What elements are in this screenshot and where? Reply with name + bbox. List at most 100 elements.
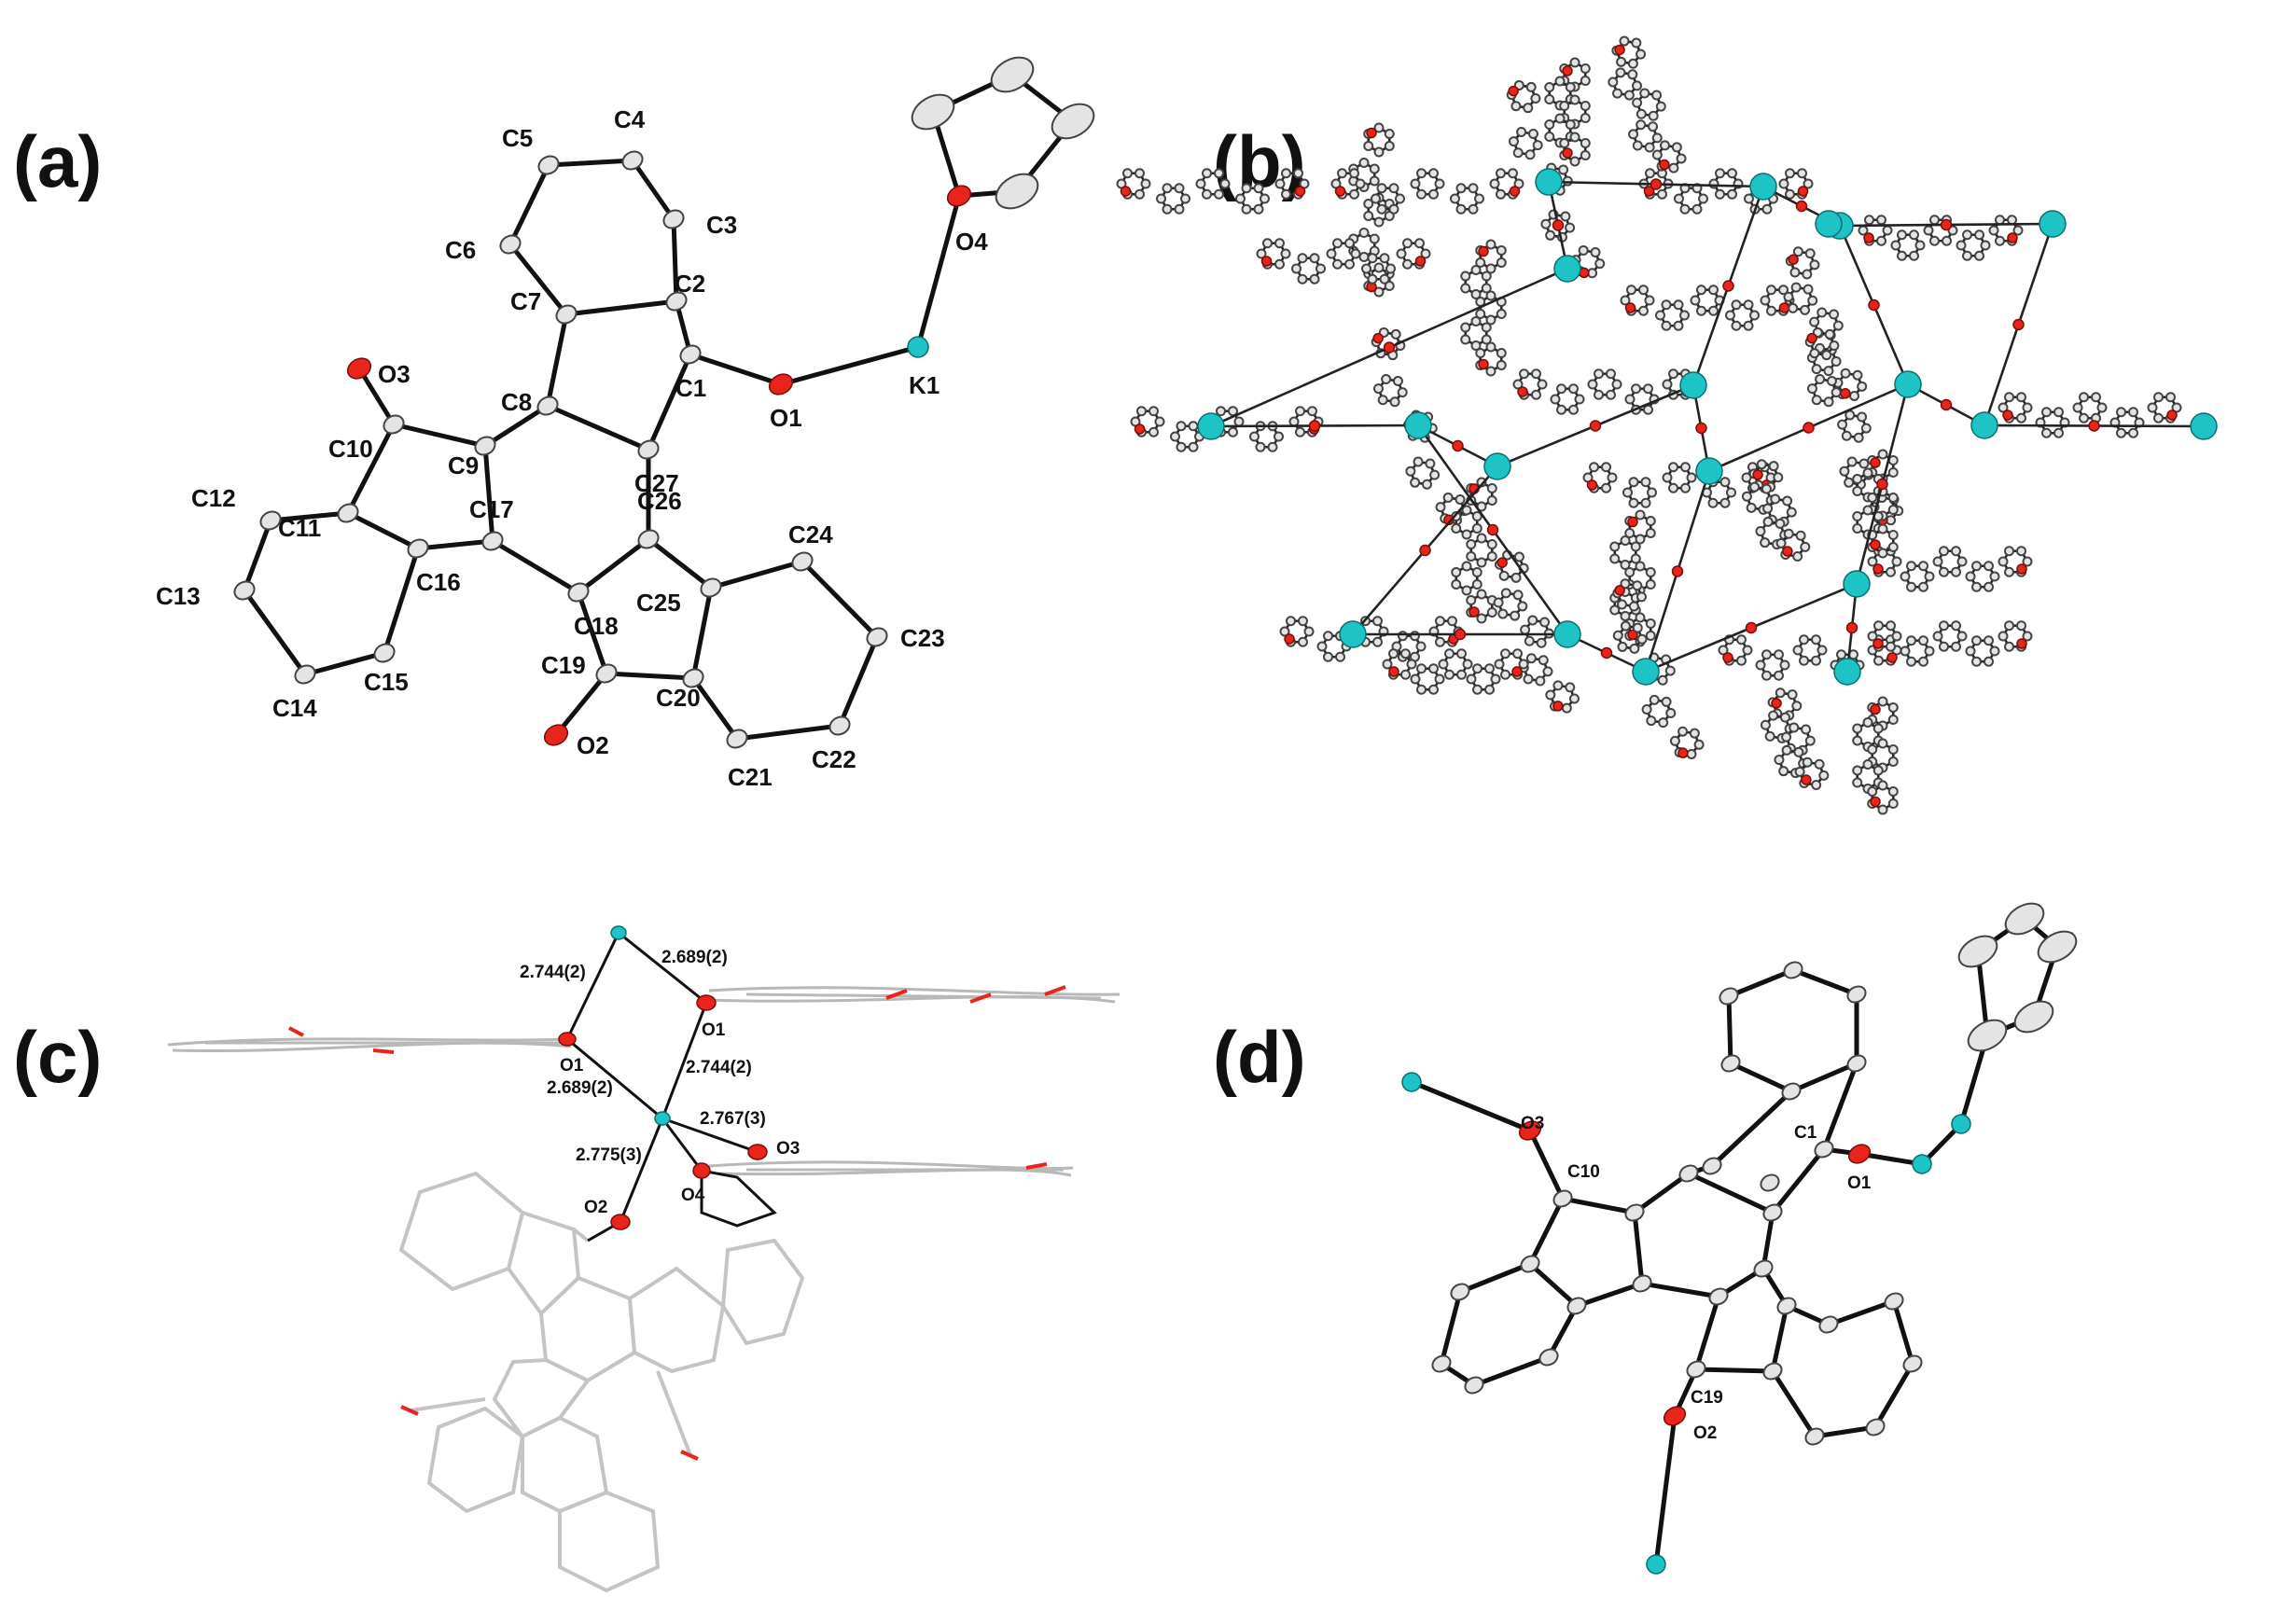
carbon-atom: [2041, 407, 2052, 418]
carbon-atom: [1715, 188, 1725, 200]
carbon-atom: [499, 234, 522, 255]
carbon-atom: [1410, 673, 1421, 685]
carbon-atom: [1778, 766, 1789, 777]
carbon-atom: [1924, 571, 1935, 582]
oxygen-atom: [1334, 186, 1346, 197]
carbon-atom: [1794, 766, 1805, 777]
atom-label: C9: [448, 451, 479, 479]
carbon-atom: [1525, 81, 1537, 92]
carbon-atom: [1274, 238, 1285, 249]
carbon-atom: [1718, 645, 1729, 656]
carbon-atom: [1783, 961, 1803, 979]
carbon-atom: [1852, 486, 1863, 496]
carbon-atom: [1309, 273, 1320, 285]
network-molecule: [1382, 648, 1529, 695]
carbon-atom: [1686, 1360, 1706, 1379]
carbon-atom: [1679, 310, 1690, 321]
carbon-atom: [1720, 1054, 1741, 1073]
carbon-atom: [1510, 101, 1522, 112]
network-molecule: [1741, 459, 1811, 562]
carbon-atom: [1693, 739, 1705, 750]
carbon-atom: [1513, 551, 1524, 562]
carbon-atom: [1619, 35, 1630, 47]
potassium-atom: [907, 336, 929, 358]
carbon-atom: [1532, 140, 1543, 151]
oxygen-atom: [1722, 280, 1734, 292]
carbon-atom: [1781, 1082, 1802, 1101]
carbon-atom: [2022, 631, 2033, 642]
carbon-atom: [1228, 426, 1238, 437]
carbon-atom: [1607, 472, 1618, 483]
carbon-atom: [1852, 523, 1863, 534]
carbon-atom: [337, 503, 359, 523]
carbon-atom: [1485, 290, 1496, 301]
carbon-atom: [481, 531, 504, 551]
oxygen-atom: [1600, 646, 1613, 659]
carbon-atom: [1136, 406, 1147, 417]
oxygen-atom: [1552, 701, 1564, 712]
carbon-atom: [637, 439, 660, 460]
carbon-atom: [1435, 616, 1445, 627]
bond: [1527, 1196, 1566, 1267]
carbon-atom: [1363, 211, 1374, 221]
carbon-atom: [1774, 649, 1784, 660]
bond: [410, 1397, 486, 1412]
carbon-atom: [1939, 641, 1949, 652]
oxygen-atom: [1870, 457, 1881, 468]
carbon-atom: [1702, 1157, 1722, 1175]
bond: [1728, 1061, 1794, 1094]
carbon-atom: [1624, 567, 1636, 577]
atom-label: C21: [728, 763, 773, 791]
carbon-atom: [1476, 613, 1487, 624]
carbon-atom: [1651, 149, 1663, 160]
carbon-atom: [828, 715, 851, 736]
carbon-atom: [1877, 548, 1888, 559]
carbon-atom: [1918, 561, 1928, 572]
carbon-atom: [1731, 299, 1742, 311]
carbon-atom: [1466, 551, 1477, 562]
carbon-atom: [1867, 556, 1878, 567]
carbon-atom: [1372, 616, 1383, 627]
carbon-atom: [1989, 645, 2000, 657]
oxygen-atom: [543, 724, 569, 746]
carbon-atom: [1384, 281, 1395, 291]
carbon-atom: [2016, 546, 2026, 557]
carbon-atom: [1481, 322, 1492, 333]
carbon-atom: [1807, 295, 1818, 306]
carbon-atom: [1956, 240, 1967, 251]
oxygen-atom: [1294, 186, 1306, 197]
atom-label: C10: [328, 435, 373, 463]
oxygen-atom: [1508, 85, 1519, 97]
carbon-atom: [1623, 90, 1635, 101]
carbon-atom: [1668, 482, 1678, 493]
carbon-atom: [1298, 636, 1308, 647]
carbon-atom: [536, 396, 559, 416]
network-molecule: [1620, 285, 1795, 331]
carbon-atom: [2147, 402, 2158, 413]
oxygen-atom: [1863, 232, 1874, 243]
carbon-atom: [1742, 645, 1753, 656]
carbon-atom: [1876, 215, 1886, 226]
network-molecule: [1867, 546, 2033, 592]
carbon-atom: [1639, 88, 1650, 99]
carbon-atom: [1451, 523, 1462, 534]
carbon-atom: [1135, 188, 1145, 200]
carbon-atom: [1781, 744, 1792, 756]
carbon-atom: [1902, 1354, 1923, 1373]
carbon-atom: [1556, 404, 1566, 415]
oxygen-atom: [1383, 341, 1396, 354]
atom-label: C24: [788, 521, 833, 548]
network-molecule: [1279, 616, 1464, 662]
network-links: [1210, 178, 2205, 673]
oxygen-atom: [1870, 796, 1881, 808]
carbon-atom: [1645, 567, 1656, 577]
carbon-atom: [1606, 368, 1616, 380]
carbon-atom: [1594, 258, 1606, 270]
carbon-atom: [1628, 129, 1639, 140]
oxygen-atom: [1419, 544, 1431, 557]
network-molecule: [1852, 696, 1899, 815]
bond: [1709, 1089, 1794, 1169]
oxygen-atom: [1872, 563, 1884, 575]
oxygen-atom: [1627, 629, 1638, 641]
carbon-atom: [1661, 320, 1672, 331]
